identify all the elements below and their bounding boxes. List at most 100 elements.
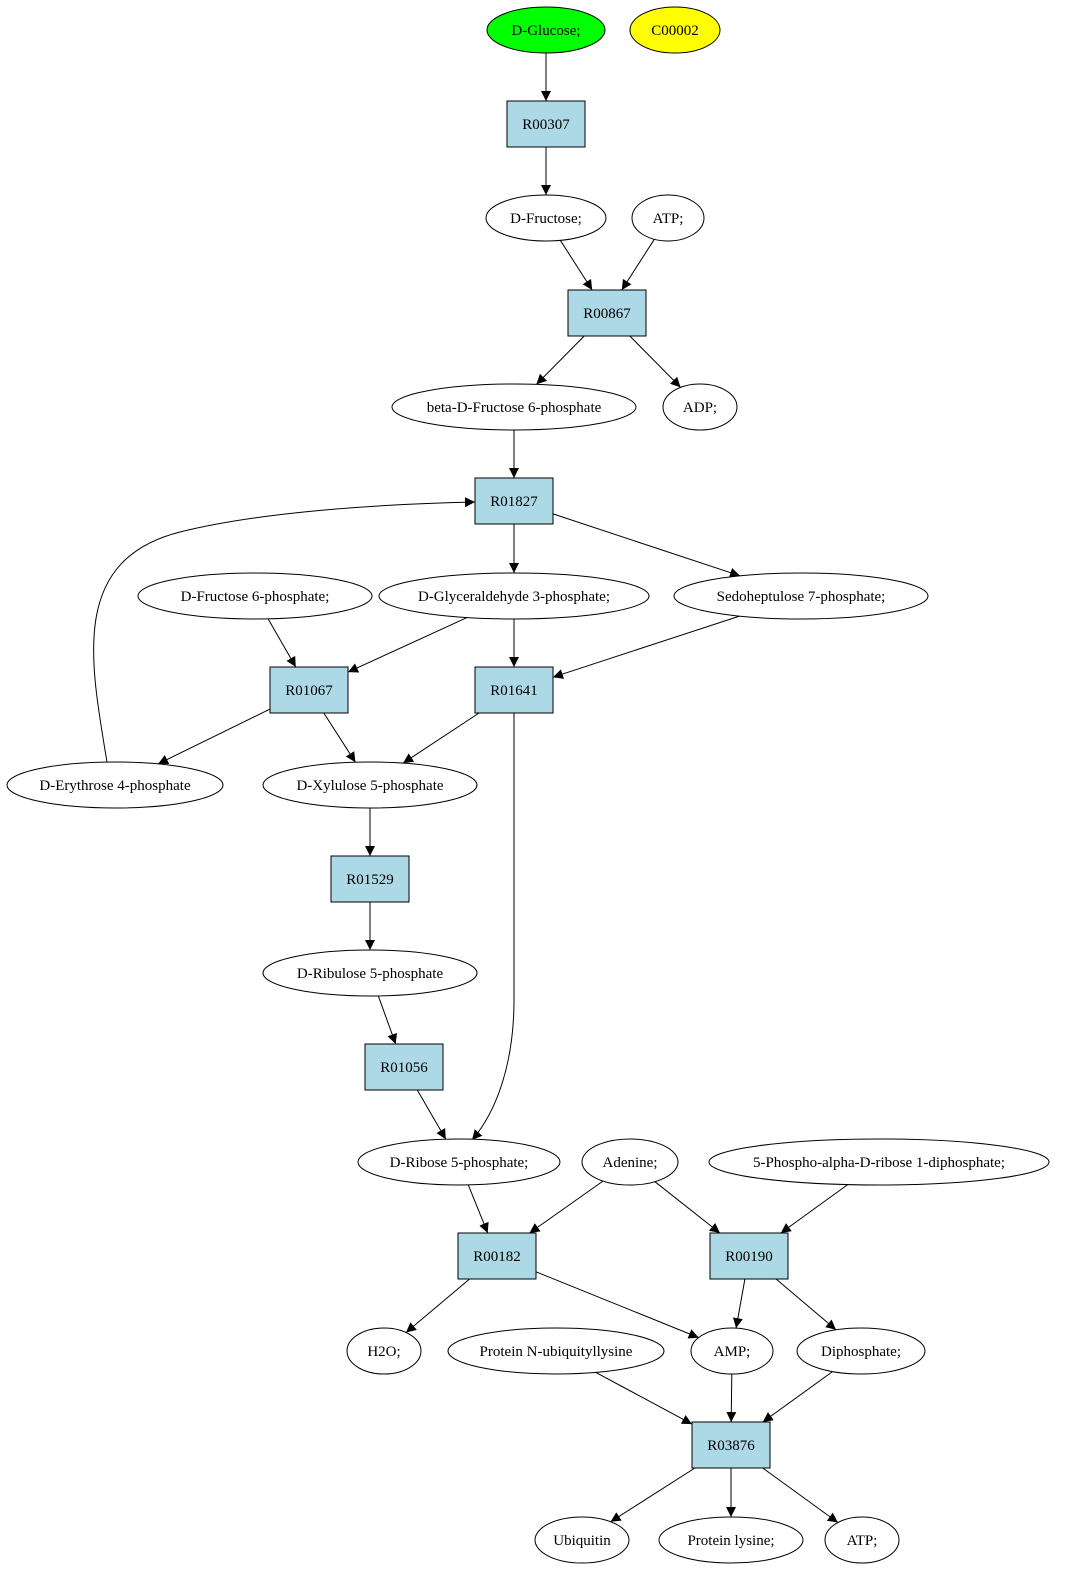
node-label: R01529 [346, 872, 394, 888]
node-ubiquitin: Ubiquitin [534, 1516, 630, 1564]
edge-prpp-to-r00190 [780, 1184, 848, 1234]
node-label: R01056 [380, 1060, 428, 1076]
node-g3p: D-Glyceraldehyde 3-phosphate; [378, 572, 650, 620]
node-fructose: D-Fructose; [485, 194, 607, 242]
compound-ellipse [824, 1516, 900, 1564]
node-r00190: R00190 [709, 1232, 789, 1280]
edge-r03876-to-ubiquitin [610, 1467, 696, 1523]
compound-ellipse [486, 6, 606, 54]
node-label: D-Fructose 6-phosphate; [181, 589, 330, 605]
node-s7p: Sedoheptulose 7-phosphate; [673, 572, 929, 620]
node-glucose: D-Glucose; [486, 6, 606, 54]
node-ppi: Diphosphate; [796, 1327, 926, 1375]
edge-ppi-to-r03876 [762, 1371, 833, 1423]
node-r00867: R00867 [567, 289, 647, 337]
node-label: Ubiquitin [553, 1533, 611, 1549]
reaction-box [474, 477, 554, 525]
node-adenine: Adenine; [581, 1138, 679, 1186]
edge-r01067-to-x5p [323, 712, 356, 763]
node-label: beta-D-Fructose 6-phosphate [427, 400, 602, 416]
compound-ellipse [6, 761, 224, 809]
node-df6p: D-Fructose 6-phosphate; [137, 572, 373, 620]
edge-adenine-to-r00190 [654, 1181, 721, 1234]
compound-ellipse [662, 383, 738, 431]
compound-ellipse [262, 949, 478, 997]
edges-layer [93, 53, 848, 1523]
node-label: Protein lysine; [687, 1533, 774, 1549]
edge-ru5p-to-r01056 [377, 995, 398, 1045]
edge-r00190-to-ppi [775, 1278, 837, 1331]
node-e4p: D-Erythrose 4-phosphate [6, 761, 224, 809]
node-h2o: H2O; [346, 1327, 422, 1375]
node-label: ATP; [847, 1533, 878, 1549]
compound-ellipse [796, 1327, 926, 1375]
compound-ellipse [708, 1138, 1050, 1186]
edge-r01641-to-r5p [471, 712, 515, 1141]
reaction-box [567, 289, 647, 337]
node-label: D-Fructose; [510, 211, 582, 227]
node-label: D-Glucose; [511, 23, 580, 39]
reaction-box [457, 1232, 537, 1280]
node-label: D-Erythrose 4-phosphate [39, 778, 191, 794]
node-label: D-Xylulose 5-phosphate [296, 778, 443, 794]
node-label: R01641 [490, 683, 538, 699]
compound-ellipse [391, 383, 637, 431]
edge-r01827-to-s7p [552, 513, 741, 578]
edge-adenine-to-r00182 [529, 1180, 604, 1234]
edge-r00190-to-amp [732, 1278, 746, 1329]
compound-ellipse [137, 572, 373, 620]
reaction-box [474, 666, 554, 714]
node-label: 5-Phospho-alpha-D-ribose 1-diphosphate; [753, 1155, 1005, 1171]
compound-ellipse [262, 761, 478, 809]
node-label: Sedoheptulose 7-phosphate; [717, 589, 886, 605]
reaction-box [506, 100, 586, 148]
node-r01056: R01056 [364, 1043, 444, 1091]
edge-fructose-to-r00867 [559, 240, 593, 291]
edge-r01056-to-r5p [416, 1089, 447, 1140]
compound-ellipse [658, 1516, 804, 1564]
compound-ellipse [378, 572, 650, 620]
edge-r00182-to-amp [535, 1271, 699, 1339]
node-x5p: D-Xylulose 5-phosphate [262, 761, 478, 809]
node-adp: ADP; [662, 383, 738, 431]
node-r01827: R01827 [474, 477, 554, 525]
compound-ellipse [534, 1516, 630, 1564]
edge-e4p-to-r01827 [93, 497, 476, 763]
reaction-box [330, 855, 410, 903]
node-label: R00182 [473, 1249, 521, 1265]
node-r00307: R00307 [506, 100, 586, 148]
node-r5p: D-Ribose 5-phosphate; [357, 1138, 561, 1186]
edge-r00867-to-adp [629, 335, 681, 388]
compound-ellipse [690, 1327, 774, 1375]
node-label: R00867 [583, 306, 631, 322]
node-label: R01827 [490, 494, 538, 510]
node-label: C00002 [651, 23, 699, 39]
node-label: Diphosphate; [821, 1344, 901, 1360]
edge-r01067-to-e4p [157, 708, 271, 765]
node-label: AMP; [714, 1344, 751, 1360]
node-label: H2O; [367, 1344, 400, 1360]
edge-r03876-to-atp2 [762, 1467, 839, 1523]
compound-ellipse [447, 1327, 665, 1375]
node-label: D-Ribose 5-phosphate; [390, 1155, 529, 1171]
edge-s7p-to-r01641 [552, 615, 740, 679]
edge-r00182-to-h2o [405, 1278, 470, 1333]
compound-ellipse [631, 194, 705, 242]
compound-ellipse [346, 1327, 422, 1375]
node-r01641: R01641 [474, 666, 554, 714]
node-label: ATP; [653, 211, 684, 227]
node-r01067: R01067 [269, 666, 349, 714]
node-pnub: Protein N-ubiquityllysine [447, 1327, 665, 1375]
edge-atp1-to-r00867 [621, 239, 655, 291]
edge-pnub-to-r03876 [595, 1371, 693, 1425]
reaction-box [691, 1421, 771, 1469]
edge-g3p-to-r01067 [347, 617, 468, 673]
node-label: D-Ribulose 5-phosphate [297, 966, 444, 982]
node-label: D-Glyceraldehyde 3-phosphate; [418, 589, 610, 605]
node-label: Protein N-ubiquityllysine [480, 1344, 633, 1360]
node-ru5p: D-Ribulose 5-phosphate [262, 949, 478, 997]
edge-r00867-to-bdf6p [536, 335, 585, 385]
node-label: R00307 [522, 117, 570, 133]
